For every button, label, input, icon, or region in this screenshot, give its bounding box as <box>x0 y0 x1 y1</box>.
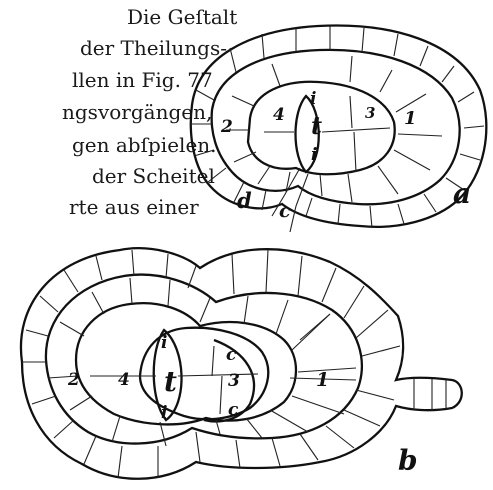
figure-a-label-3: 3 <box>365 104 375 122</box>
figure-a-label-a: a <box>453 177 471 210</box>
figure-a-label-d: d <box>237 188 252 213</box>
figure-b-outline <box>21 248 462 479</box>
figure-b-label-i-top: i <box>161 333 167 353</box>
figure-a-label-c: c <box>279 200 291 222</box>
figure-b-label-1: 1 <box>316 369 329 391</box>
figure-a-label-t: t <box>311 111 322 140</box>
figure-a-label-1: 1 <box>404 108 417 129</box>
figure-b-label-2: 2 <box>67 370 80 390</box>
figure-b-label-3: 3 <box>228 371 240 391</box>
figure-b-label-t: t <box>164 365 177 398</box>
figure-a-outline <box>191 26 487 227</box>
figure-b-label-c-bottom: c <box>228 400 239 420</box>
figure-a: 2 4 i t i 3 1 d c a <box>190 26 486 232</box>
figure-a-label-i-bottom: i <box>311 145 317 165</box>
figure-b-third-ring <box>76 303 296 424</box>
figure-a-label-4: 4 <box>273 105 285 125</box>
figure-b-label-b: b <box>398 444 418 477</box>
figure-b-label-c-top: c <box>226 345 237 365</box>
figure-a-label-i-top: i <box>310 89 316 109</box>
figure-b-label-i-bottom: i <box>161 403 167 423</box>
figure-b-label-4: 4 <box>118 370 130 390</box>
figure-b: 2 4 i t i c 3 c 1 b <box>21 248 462 479</box>
figure-a-label-2: 2 <box>220 117 233 137</box>
